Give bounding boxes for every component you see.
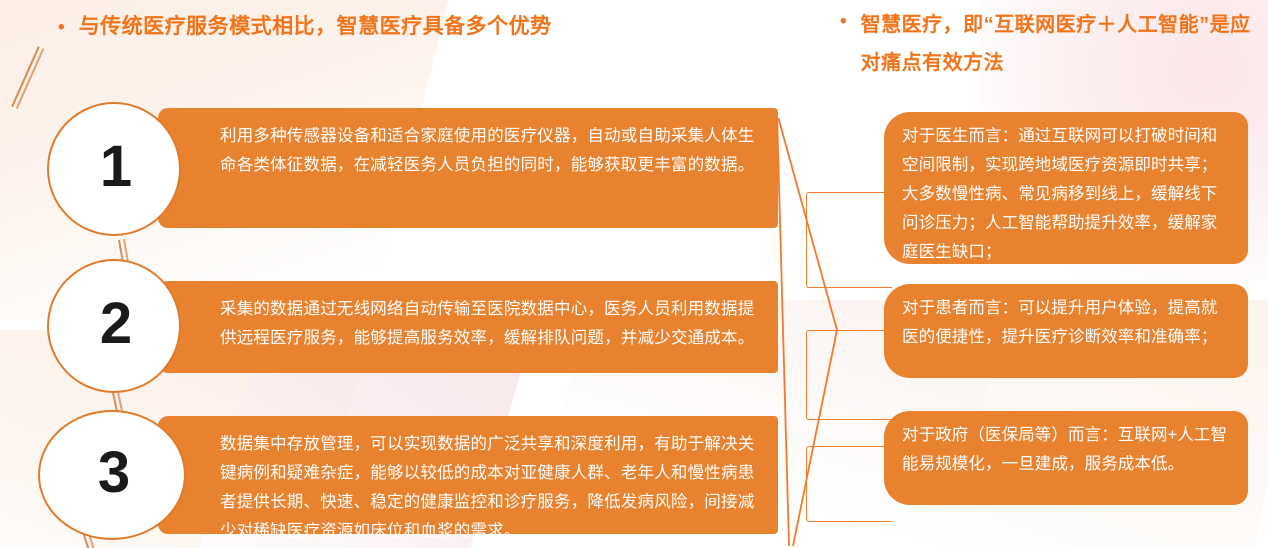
left-heading-text: 与传统医疗服务模式相比，智慧医疗具备多个优势 — [78, 15, 552, 38]
advantage-number-circle-1: 1 — [47, 102, 181, 236]
bullet-dot-icon: • — [840, 11, 847, 32]
bracket-connector-1 — [806, 192, 892, 288]
advantage-number-circle-3: 3 — [38, 410, 186, 540]
advantage-row-2[interactable]: 采集的数据通过无线网络自动传输至医院数据中心，医务人员利用数据提供远程医疗服务，… — [0, 259, 800, 411]
benefit-card-government[interactable]: 对于政府（医保局等）而言：互联网+人工智能易规模化，一旦建成，服务成本低。 — [884, 411, 1248, 505]
benefit-text-patient: 对于患者而言：可以提升用户体验，提高就医的便捷性，提升医疗诊断效率和准确率； — [902, 299, 1218, 346]
benefit-text-doctor: 对于医生而言：通过互联网可以打破时间和空间限制，实现跨地域医疗资源即时共享；大多… — [902, 127, 1218, 261]
advantage-number-2: 2 — [99, 291, 133, 356]
bullet-dot-icon: • — [58, 17, 65, 38]
advantage-text-3: 数据集中存放管理，可以实现数据的广泛共享和深度利用，有助于解决关键病例和疑难杂症… — [220, 435, 755, 540]
advantage-text-2: 采集的数据通过无线网络自动传输至医院数据中心，医务人员利用数据提供远程医疗服务，… — [220, 300, 755, 347]
advantage-number-1: 1 — [99, 134, 133, 199]
advantage-number-circle-2: 2 — [47, 259, 181, 393]
benefit-text-government: 对于政府（医保局等）而言：互联网+人工智能易规模化，一旦建成，服务成本低。 — [902, 426, 1228, 473]
advantage-number-3: 3 — [97, 440, 131, 505]
advantage-row-1[interactable]: 利用多种传感器设备和适合家庭使用的医疗仪器，自动或自助采集人体生命各类体征数据，… — [0, 102, 800, 238]
advantage-text-panel-3: 数据集中存放管理，可以实现数据的广泛共享和深度利用，有助于解决关键病例和疑难杂症… — [158, 416, 778, 540]
right-section-heading: • 智慧医疗，即“互联网医疗＋人工智能”是应对痛点有效方法 — [840, 6, 1260, 82]
right-heading-text: 智慧医疗，即“互联网医疗＋人工智能”是应对痛点有效方法 — [860, 14, 1251, 74]
advantage-text-panel-2: 采集的数据通过无线网络自动传输至医院数据中心，医务人员利用数据提供远程医疗服务，… — [158, 281, 778, 373]
right-arrow-icon — [776, 118, 838, 547]
connector-line-top — [11, 46, 45, 110]
advantage-text-1: 利用多种传感器设备和适合家庭使用的医疗仪器，自动或自助采集人体生命各类体征数据，… — [220, 127, 755, 174]
left-section-heading: • 与传统医疗服务模式相比，智慧医疗具备多个优势 — [58, 12, 758, 42]
benefit-card-patient[interactable]: 对于患者而言：可以提升用户体验，提高就医的便捷性，提升医疗诊断效率和准确率； — [884, 284, 1248, 378]
benefit-card-doctor[interactable]: 对于医生而言：通过互联网可以打破时间和空间限制，实现跨地域医疗资源即时共享；大多… — [884, 112, 1248, 264]
advantage-text-panel-1: 利用多种传感器设备和适合家庭使用的医疗仪器，自动或自助采集人体生命各类体征数据，… — [158, 108, 778, 228]
advantage-row-3[interactable]: 数据集中存放管理，可以实现数据的广泛共享和深度利用，有助于解决关键病例和疑难杂症… — [0, 410, 800, 548]
